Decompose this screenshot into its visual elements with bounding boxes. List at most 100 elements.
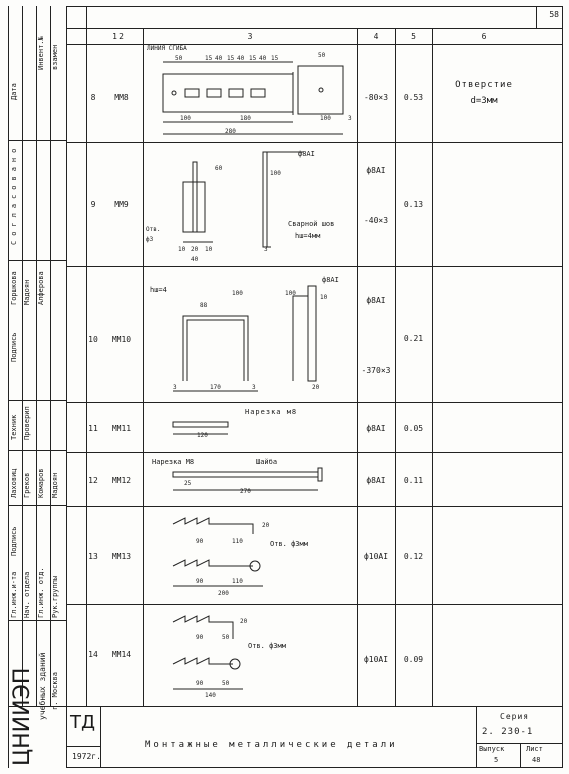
dim-20: 20 xyxy=(262,522,270,529)
row-number: 13 xyxy=(88,552,98,561)
row-material-2: -370×3 xyxy=(361,366,391,375)
role-a-2: Мадоян xyxy=(23,279,31,305)
dim-15: 15 xyxy=(271,55,279,62)
row-material: ф10АI xyxy=(363,655,389,664)
agreed-label: Согласовано xyxy=(10,143,18,245)
hole-size-label: ф3 xyxy=(146,236,154,243)
dim-50: 50 xyxy=(175,55,183,62)
name-b-1: Лаховиц xyxy=(10,468,18,498)
rod-label: ф8АI xyxy=(322,276,339,284)
row-mark: MM13 xyxy=(111,552,132,561)
name-b-4: Мадоян xyxy=(51,472,59,498)
weld-size-label: hш=4мм xyxy=(295,232,321,240)
row-material: ф8АI xyxy=(366,166,386,175)
drawing-title: Монтажные металлические детали xyxy=(145,740,398,750)
dim-50: 50 xyxy=(222,634,230,641)
washer-label: Шайба xyxy=(256,458,278,466)
replaced-label: взамен xyxy=(51,44,59,70)
row-number: 12 xyxy=(88,476,98,485)
dim-10: 10 xyxy=(178,246,186,253)
part-mm14-drawing xyxy=(172,615,243,690)
dim-50: 50 xyxy=(318,52,326,59)
dim-280: 280 xyxy=(225,128,236,135)
row-material: ф8АI xyxy=(366,476,386,485)
dim-20: 20 xyxy=(240,618,248,625)
dim-100: 100 xyxy=(270,170,281,177)
row-mark: MM14 xyxy=(111,650,132,659)
thread-label: Нарезка м8 xyxy=(245,408,298,416)
dim-100: 100 xyxy=(320,115,331,122)
part-mm10-drawing xyxy=(173,285,317,392)
role-c-3: Гл.инж. отд. xyxy=(37,567,45,618)
dim-3: 3 xyxy=(264,246,268,253)
dim-15: 15 xyxy=(227,55,235,62)
stamp-year: 1972г. xyxy=(72,752,101,761)
dim-140: 140 xyxy=(205,692,216,699)
row-material: ф10АI xyxy=(363,552,389,561)
header-col-6: 6 xyxy=(481,32,487,41)
header-col-2: 2 xyxy=(119,32,124,41)
row-number: 9 xyxy=(90,200,96,209)
note-line-1: Отверстие xyxy=(455,80,513,90)
weld-label: Сварной шов xyxy=(288,220,335,228)
row-mark: MM8 xyxy=(114,93,129,102)
row-weight: 0.05 xyxy=(403,424,424,433)
dim-10: 10 xyxy=(320,294,328,301)
series-label: Серия xyxy=(500,712,530,721)
page-number: 58 xyxy=(549,10,559,19)
signature-a-label: Подпись xyxy=(10,332,18,362)
role-a-3: Алферова xyxy=(37,271,45,305)
drawings-canvas xyxy=(162,61,344,690)
dim-100: 100 xyxy=(180,115,191,122)
dim-3: 3 xyxy=(173,384,177,391)
dim-40: 40 xyxy=(191,256,199,263)
dim-90: 90 xyxy=(196,634,204,641)
dim-10: 10 xyxy=(205,246,213,253)
row-mark: MM9 xyxy=(114,200,129,209)
dim-20: 20 xyxy=(191,246,199,253)
row-number: 11 xyxy=(88,424,98,433)
stamp-td: ТД xyxy=(70,712,96,733)
row-material: ф8АI xyxy=(366,424,386,433)
signature-b-label: Подпись xyxy=(10,526,18,556)
note-line-2: d=3мм xyxy=(470,96,498,106)
row-mark: MM12 xyxy=(111,476,132,485)
dim-110: 110 xyxy=(232,538,243,545)
dim-40: 40 xyxy=(259,55,267,62)
part-mm11-drawing xyxy=(172,421,229,435)
name-b-2: Греков xyxy=(23,472,31,498)
row-mark: MM11 xyxy=(111,424,132,433)
dim-25: 25 xyxy=(184,480,192,487)
dim-120: 120 xyxy=(197,432,208,439)
thread-label: Нарезка М8 xyxy=(152,458,195,466)
dim-20: 20 xyxy=(312,384,320,391)
dim-200: 200 xyxy=(218,590,229,597)
dim-88: 88 xyxy=(200,302,208,309)
part-mm13-drawing xyxy=(172,517,263,587)
row-weight: 0.11 xyxy=(403,476,424,485)
dim-90: 90 xyxy=(196,538,204,545)
hole-label: Отв. xyxy=(146,226,161,233)
role-b-1: Техник xyxy=(10,414,18,440)
dim-90: 90 xyxy=(196,680,204,687)
rod-label: ф8АI xyxy=(298,150,315,158)
series-value: 2. 230-1 xyxy=(482,727,534,737)
dim-170: 170 xyxy=(210,384,221,391)
hole-label: Отв. ф3мм xyxy=(248,642,286,650)
row-material: ф8АI xyxy=(366,296,386,305)
row-number: 10 xyxy=(88,335,98,344)
role-c-1: Гл.инж.и-та xyxy=(10,571,18,618)
row-weight: 0.21 xyxy=(403,334,424,343)
part-mm12-drawing xyxy=(172,467,323,491)
header-col-3: 3 xyxy=(247,32,253,41)
row-number: 8 xyxy=(90,93,96,102)
role-b-2: Проверил xyxy=(23,406,31,440)
sheet-value: 48 xyxy=(532,756,541,764)
hole-label: Отв. ф3мм xyxy=(270,540,308,548)
row-mark: MM10 xyxy=(111,335,132,344)
dim-3: 3 xyxy=(348,115,352,122)
row-weight: 0.12 xyxy=(403,552,424,561)
dim-100: 100 xyxy=(285,290,296,297)
dim-50: 50 xyxy=(222,680,230,687)
